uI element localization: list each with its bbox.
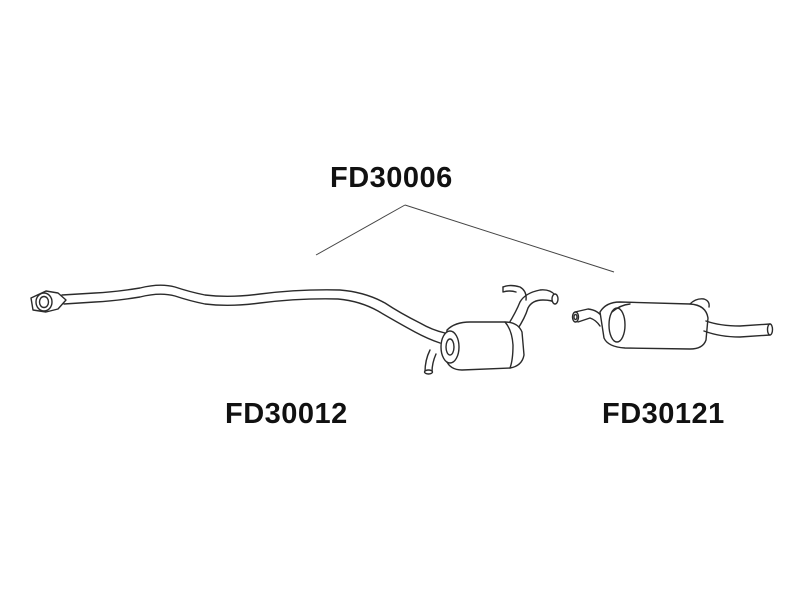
tailpipe-lower	[703, 330, 771, 338]
tailpipe-end	[766, 323, 774, 336]
tailpipe-upper	[705, 320, 771, 327]
middle-outlet-end	[551, 293, 559, 305]
middle-outlet-upper	[507, 289, 556, 326]
label-front-pipe-part-number: FD30012	[225, 398, 348, 430]
front-pipe-upper-edge	[61, 284, 446, 334]
middle-silencer-body	[445, 321, 525, 371]
front-pipe-lower-edge	[63, 293, 441, 344]
front-pipe	[30, 284, 446, 344]
rear-silencer	[571, 298, 774, 350]
rear-hanger	[689, 298, 710, 308]
middle-hanger	[502, 284, 527, 301]
middle-silencer-inlet-cap	[440, 330, 460, 364]
middle-silencer	[423, 284, 559, 375]
label-rear-silencer-part-number: FD30121	[602, 398, 725, 430]
set-leader-lines	[315, 204, 615, 273]
rear-silencer-cap	[608, 307, 626, 343]
inlet-flange	[30, 290, 67, 313]
rear-silencer-body	[599, 301, 709, 350]
label-set-part-number: FD30006	[330, 162, 453, 194]
middle-outlet-lower	[516, 299, 557, 331]
rear-inlet-connector	[574, 308, 604, 319]
